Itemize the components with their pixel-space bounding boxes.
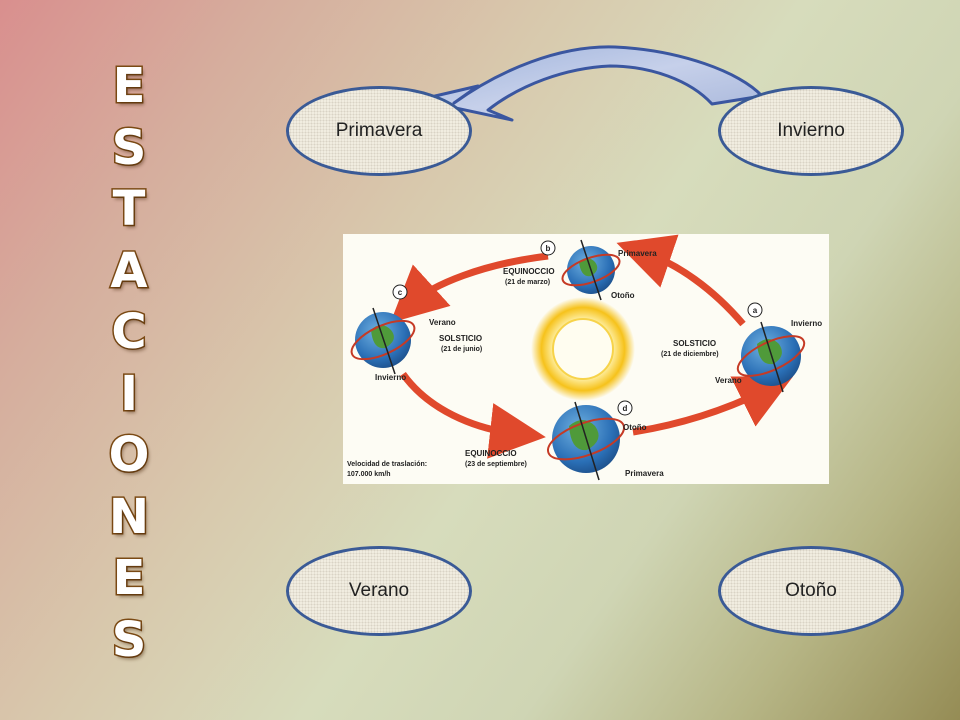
event-label: EQUINOCCIO xyxy=(465,449,517,458)
season-oval-primavera: Primavera xyxy=(286,86,472,176)
title-letter: C xyxy=(110,303,148,362)
hemisphere-label: Otoño xyxy=(611,291,635,300)
title-letter: T xyxy=(111,180,147,239)
position-letter: d xyxy=(623,404,628,413)
position-marker-a: a xyxy=(747,302,763,318)
earth-icon xyxy=(350,307,416,375)
title-letter: O xyxy=(107,426,151,485)
orbit-illustration: b c a d Primavera Otoño EQUINOCCIO (21 d… xyxy=(347,234,822,481)
season-oval-invierno: Invierno xyxy=(718,86,904,176)
earth-orbit-diagram: b c a d Primavera Otoño EQUINOCCIO (21 d… xyxy=(343,234,829,484)
hemisphere-label: Invierno xyxy=(791,319,822,328)
hemisphere-label: Invierno xyxy=(375,373,406,382)
position-marker-d: d xyxy=(617,400,633,416)
season-label: Invierno xyxy=(777,120,845,141)
event-label: SOLSTICIO xyxy=(439,334,482,343)
hemisphere-label: Verano xyxy=(429,318,456,327)
orbit-arrow-icon xyxy=(632,376,794,436)
hemisphere-label: Otoño xyxy=(623,423,647,432)
position-letter: c xyxy=(398,288,403,297)
season-oval-verano: Verano xyxy=(286,546,472,636)
speed-value: 107.000 km/h xyxy=(347,471,391,478)
position-letter: a xyxy=(753,306,758,315)
season-label: Verano xyxy=(348,580,410,601)
title-letter: A xyxy=(109,241,149,300)
season-label: Otoño xyxy=(785,580,837,601)
season-oval-otono: Otoño xyxy=(718,546,904,636)
hemisphere-label: Primavera xyxy=(618,249,657,258)
vertical-title: E S T A C I O N E S xyxy=(96,57,162,670)
title-letter: S xyxy=(110,610,148,669)
position-letter: b xyxy=(546,244,551,253)
title-letter: N xyxy=(107,487,150,546)
title-letter: I xyxy=(119,364,140,423)
orbit-arrow-icon xyxy=(390,252,549,323)
earth-icon xyxy=(736,321,806,393)
season-label: Primavera xyxy=(335,120,423,141)
title-letter: E xyxy=(111,57,147,116)
event-label: SOLSTICIO xyxy=(673,339,716,348)
hemisphere-label: Primavera xyxy=(625,469,664,478)
event-date: (21 de marzo) xyxy=(505,279,550,286)
orbit-arrow-icon xyxy=(400,371,546,459)
event-label: EQUINOCCIO xyxy=(503,267,555,276)
event-date: (21 de diciembre) xyxy=(661,351,719,358)
hemisphere-label: Verano xyxy=(715,376,742,385)
speed-label: Velocidad de traslación: xyxy=(347,461,427,468)
position-marker-b: b xyxy=(540,240,556,256)
event-date: (21 de junio) xyxy=(441,346,482,353)
orbit-arrow-icon xyxy=(616,234,746,327)
title-letter: S xyxy=(110,118,148,177)
position-marker-c: c xyxy=(392,284,408,300)
earth-icon xyxy=(547,401,625,481)
title-letter: E xyxy=(111,549,147,608)
event-date: (23 de septiembre) xyxy=(465,461,527,468)
earth-icon xyxy=(561,239,621,301)
